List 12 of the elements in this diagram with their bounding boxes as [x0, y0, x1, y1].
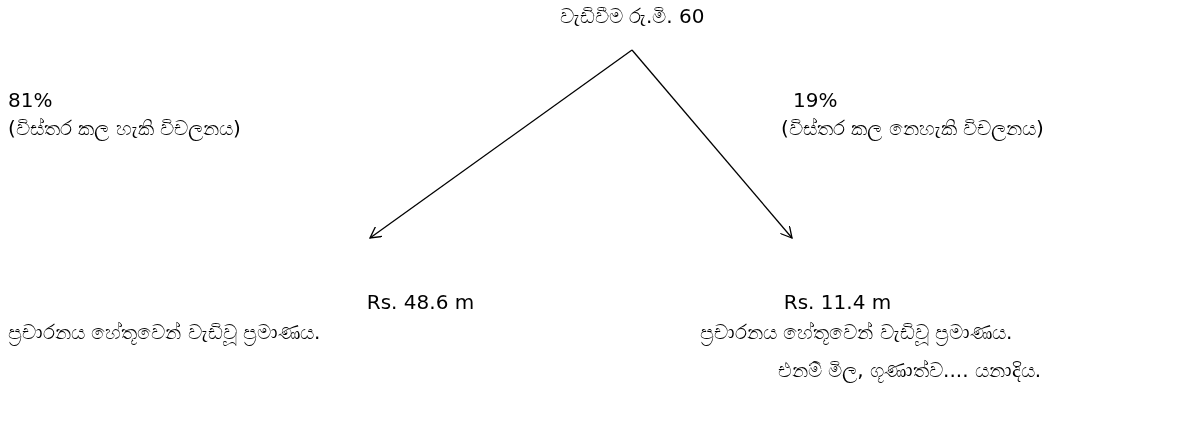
amount-text: Rs. 48.6 m: [358, 238, 483, 314]
arrow: [631, 49, 793, 239]
arrow: [369, 49, 633, 239]
total-text: වැඩිවීම රු.මි. 60: [480, 2, 784, 50]
percentage-label: 19%: [793, 88, 838, 112]
description-text: ප්‍රචාරනය හේතූවෙන් වැඩිවූ ප්‍රමාණය.: [8, 320, 321, 344]
percentage-label: 81%: [8, 88, 53, 112]
amount-text: Rs. 11.4 m: [780, 238, 895, 314]
description-text: ප්‍රචාරනය හේතූවෙන් වැඩිවූ ප්‍රමාණය.: [700, 320, 1013, 344]
variance-note: (විස්තර කල නෙහැකි විචලනය): [781, 116, 1044, 140]
variance-note: (විස්තර කල හැකි විචලනය): [8, 116, 241, 140]
description-text: එනම් මිල, ගූණාත්ව.... යනාදිය.: [778, 358, 1042, 382]
